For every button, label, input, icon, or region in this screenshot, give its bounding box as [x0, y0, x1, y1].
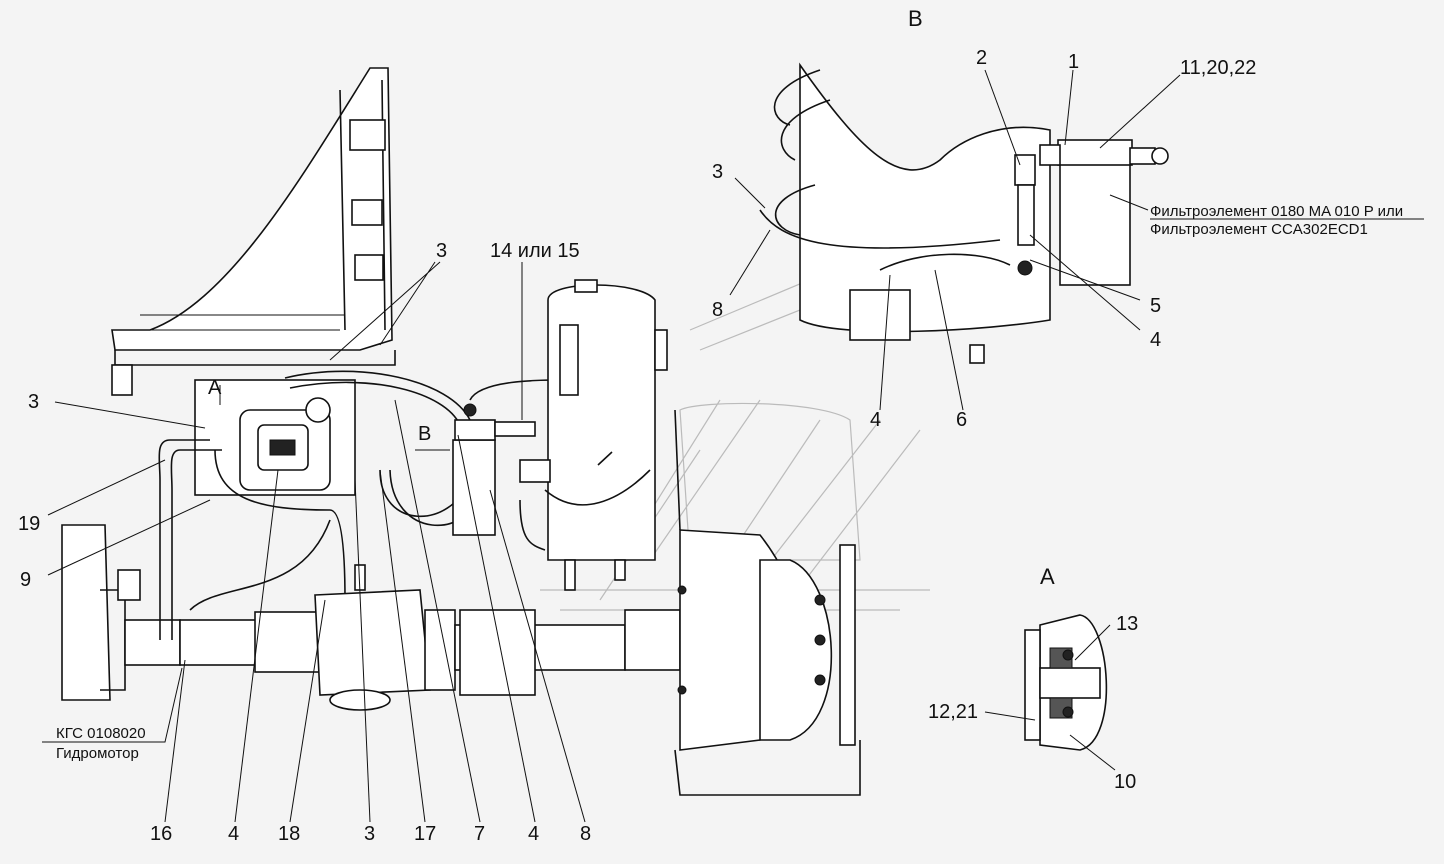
callout-7: 7: [474, 823, 485, 845]
view-a-section: [1024, 614, 1108, 751]
leader-lines-view-b: [729, 69, 1181, 411]
callout-18: 18: [278, 823, 300, 845]
callout-a-10: 10: [1114, 771, 1136, 793]
callout-b-6: 6: [956, 409, 967, 431]
callout-b-11-20-22: 11,20,22: [1180, 57, 1256, 79]
callout-9: 9: [20, 569, 31, 591]
view-label-a: A: [1040, 564, 1055, 589]
motor-code-note: КГС 0108020: [56, 725, 146, 742]
leader-lines: [42, 261, 586, 823]
callout-b-5: 5: [1150, 295, 1161, 317]
pump-block: [194, 379, 356, 496]
view-arrow-label-b: B: [418, 423, 431, 445]
callout-8: 8: [580, 823, 591, 845]
callout-b-4-right: 4: [1150, 329, 1161, 351]
callout-b-8: 8: [712, 299, 723, 321]
callout-3-left: 3: [28, 391, 39, 413]
axle-assembly: [179, 564, 681, 711]
left-wheel: [61, 524, 181, 701]
callout-a-12-21: 12,21: [928, 701, 978, 723]
view-arrow-label-a: A: [208, 377, 222, 399]
view-label-b: B: [908, 6, 923, 31]
filter-note-line-1: Фильтроэлемент 0180 MA 010 P или: [1150, 203, 1403, 220]
callout-4-a: 4: [228, 823, 239, 845]
callout-a-13: 13: [1116, 613, 1138, 635]
filter-note-line-2: Фильтроэлемент CCA302ECD1: [1150, 221, 1368, 238]
callout-3-top: 3: [436, 240, 447, 262]
motor-name-note: Гидромотор: [56, 745, 139, 762]
cab-seat-frame: [111, 67, 396, 396]
callout-b-1: 1: [1068, 51, 1079, 73]
right-wheel: [674, 409, 861, 796]
callout-b-4-lower: 4: [870, 409, 881, 431]
oil-tank: [519, 279, 668, 591]
callout-b-3: 3: [712, 161, 723, 183]
callout-3-bottom: 3: [364, 823, 375, 845]
callout-19: 19: [18, 513, 40, 535]
callout-16: 16: [150, 823, 172, 845]
callout-14-or-15: 14 или 15: [490, 240, 580, 262]
callout-17: 17: [414, 823, 436, 845]
callout-4-b: 4: [528, 823, 539, 845]
leader-lines-view-a: [984, 624, 1116, 771]
callout-b-2: 2: [976, 47, 987, 69]
view-b-illustration: [759, 62, 1169, 364]
main-filter: [452, 403, 536, 536]
